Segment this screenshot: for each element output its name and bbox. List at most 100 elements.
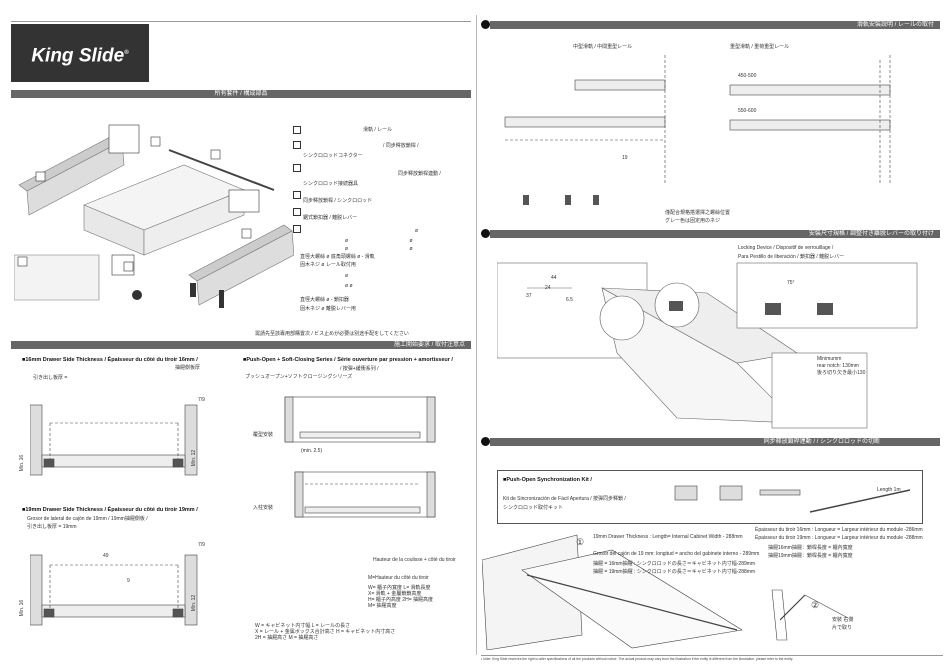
section19-dim-49: 49 <box>103 553 109 559</box>
parts-exploded-illustration <box>14 124 294 308</box>
sync-line-1: 19mm Drawer Thickness : Length= Internal… <box>593 534 743 540</box>
brand-name: King Slide <box>31 45 125 67</box>
sync-cut-illustration <box>780 594 849 621</box>
sync-cut-note-2: 片で取り <box>832 625 853 631</box>
lever-dim-37: 37 <box>526 293 532 299</box>
part-sync-rod: / 同步釋放鎖桿 / <box>383 143 419 149</box>
legend-line-2: X= 滑軌 + 金屬鎖鎖高度 <box>368 591 422 597</box>
rail-install-header: 滑軌安裝說明 / レールの取付 <box>490 21 940 29</box>
rail-range-a: 450-500 <box>738 73 757 79</box>
section16-subtitle: 抽屜側板厚 <box>175 365 201 371</box>
lever-dim-24: 24 <box>545 285 551 291</box>
brand-logo: King Slide® <box>11 24 149 82</box>
section19-dim-side: Min. 12 <box>191 594 198 612</box>
sync-line-4: 抽屜 = 19mm抽屜 : シンクロロッドの長さ＝キャビネット内寸幅-288mm <box>593 569 756 575</box>
push-open-title: ■Push-Open + Soft-Closing Series / Série… <box>243 357 453 363</box>
screw-spec-8: 直徑大螺絲 ø - 鎖扣器 <box>300 297 349 303</box>
screw-spec-7: ø ø <box>345 283 353 289</box>
part-sync-linkage: 同步釋放鎖桿連動 / <box>398 171 441 177</box>
section16-diagram <box>30 404 198 476</box>
rail-install-header-text: 滑軌安裝說明 / レールの取付 <box>856 22 934 28</box>
footer-line-3: 2H = 抽屜高さ M = 抽屜高さ <box>255 635 319 641</box>
sync-kit-title: ■Push-Open Synchronization Kit / <box>503 477 592 483</box>
top-divider <box>11 21 471 22</box>
sync-install-diagram <box>482 534 788 650</box>
part-sync-linkage-jp: シンクロロッド接続器具 <box>303 181 359 187</box>
screw-spec-4: 直徑大螺絲 ø 底角頭螺絲 ø - 滑軌 <box>300 254 375 260</box>
sync-connect-header: 同步釋放鎖桿連動 / / シンクロロッドの切断 <box>490 438 940 446</box>
section19-subtitle: Grosor de lateral de cajón de 19mm / 19m… <box>27 516 148 522</box>
brand-mark: ® <box>124 50 129 56</box>
lever-min-notch-3: 後ろ切り欠き最小130 <box>817 370 866 376</box>
push-open-min: (min. 2.5) <box>301 448 323 454</box>
screw-spec-1: ø <box>415 228 419 234</box>
rail-right-caption: 重型滑軌 / 重荷重型レール <box>730 44 790 50</box>
section19-dim-top: 7/9 <box>198 542 205 548</box>
section19-diagram <box>30 554 198 626</box>
push-open-legend: W= 櫃子內寬度 L= 滑軌長度 X= 滑軌 + 金屬鎖鎖高度 H= 櫃子內高度… <box>368 585 433 609</box>
part-lock: 鋸式鎖扣器 / 離脱レバー <box>303 215 358 221</box>
push-open-jp: プッシュオープン+ソフトクロージングシリーズ <box>245 374 353 380</box>
legend-line-3: H= 櫃子內高度 2H= 抽屜高度 <box>368 597 434 603</box>
sync-connect-header-text: 同步釋放鎖桿連動 / / シンクロロッドの切断 <box>763 439 880 445</box>
section16-dim-side: Min. 12 <box>191 449 198 467</box>
part-screw-box <box>293 225 303 233</box>
contents-footnote: 需請先至該專用部購置次 / ビス止めが必要は別途手配をしてください <box>255 331 409 337</box>
lever-angle: 75° <box>787 280 795 286</box>
part-sync-linkage-box <box>293 164 303 172</box>
rail-left-caption: 中型滑軌 / 中間重型レール <box>573 44 633 50</box>
rail-range-b: 550-600 <box>738 108 757 114</box>
section16-title: ■16mm Drawer Side Thickness / Épaisseur … <box>22 357 198 363</box>
lever-adjust-header: 安裝尺寸規格 / 調整付き離脱レバーの取り付け <box>490 230 940 238</box>
part-rail: 滑軌 / レール <box>293 126 392 134</box>
screw-spec-9: 固木ネジ ø 離脱レバー用 <box>300 306 356 312</box>
sync-step-1: ① <box>576 537 585 547</box>
lever-min-notch-2: rear notch: 130mm <box>817 363 859 369</box>
legend-line-4: M= 抽屜高度 <box>368 603 397 609</box>
lever-dim-44: 44 <box>551 275 557 281</box>
section16-dim-top: 7/9 <box>198 397 205 403</box>
sync-line-2: Grosor del cajón de 19 mm: longitud = an… <box>593 551 760 557</box>
sync-right-1: Épaisseur du tiroir 16mm : Longueur = La… <box>755 527 923 533</box>
part-lock-box <box>293 208 303 216</box>
footer-note: • Note: King Slide reserves the right to… <box>481 657 794 661</box>
push-open-footer: W = キャビネット内寸幅 L = レールの長さ X = レール + 金属ボック… <box>255 623 395 641</box>
sync-line-3: 抽屜 = 16mm抽屜 : シンクロロッドの長さ＝キャビネット内寸幅-289mm <box>593 561 756 567</box>
section19-title: ■19mm Drawer Side Thickness / Épaisseur … <box>22 507 198 513</box>
sync-kit-sub: Kit de Sincronización de Fácil Apertura … <box>503 496 626 502</box>
sync-kit-illustration <box>674 485 911 513</box>
screw-spec-3: ø ø <box>345 246 413 252</box>
contents-header: 所有套件 / 構成部品 <box>11 90 471 98</box>
lever-adjust-header-text: 安裝尺寸規格 / 調整付き離脱レバーの取り付け <box>808 231 934 237</box>
lever-min-notch-1: Minimumm <box>817 356 842 362</box>
sync-right-3: 抽屜16mm抽屜：鎖桿長度 = 櫃內寬度 <box>768 545 853 551</box>
legend-line-1: W= 櫃子內寬度 L= 滑軌長度 <box>368 585 431 591</box>
section19-dim-9: 9 <box>127 578 130 584</box>
sync-kit-jp: シンクロロッド取付キット <box>503 505 564 511</box>
rail-note-1: 僅配合規格搭選擇之螺絲位置 <box>665 210 731 216</box>
install-notes-header: 施工開始要求 / 取付注意点 <box>11 341 471 349</box>
fold-line <box>476 15 477 655</box>
section19-note: 引き出し板厚 = 19mm <box>27 524 77 530</box>
rail-header-dot <box>481 20 490 29</box>
sync-length-label: Length 1m <box>877 487 901 493</box>
footer-line-2: X = レール + 金属ボックス合計高さ H = キャビネット内寸高さ <box>255 629 396 635</box>
rail-note-2: グレー色は固定用のネジ <box>665 218 721 224</box>
sync-header-dot <box>481 437 490 446</box>
part-sync-bar-label: 同步釋放鎖桿 / シンクロロッド <box>303 198 373 204</box>
push-open-m-caption: M=Hauteur du côté du tiroir <box>368 575 429 581</box>
sync-right-2: Épaisseur du tiroir 19mm : Longueur = La… <box>755 535 923 541</box>
push-open-height-caption: Hauteur de la coulisse + côté du tiroir <box>373 557 456 563</box>
sync-kit-box <box>497 470 923 524</box>
screw-spec-6: ø <box>345 273 349 279</box>
section16-dim-left: Min. 16 <box>19 454 26 472</box>
push-open-diagram <box>284 396 436 518</box>
sync-step-2: ② <box>811 600 820 610</box>
lever-header-dot <box>481 229 490 238</box>
part-sync-connector-box <box>293 141 303 149</box>
part-sync-bar <box>293 191 303 199</box>
push-open-label-a: 覆型安裝 <box>253 432 274 438</box>
rail-diagram <box>504 55 891 205</box>
section19-dim-left: Min. 16 <box>19 599 26 617</box>
lever-caption-1: Locking Device / Dispositif de verrouill… <box>738 245 834 251</box>
